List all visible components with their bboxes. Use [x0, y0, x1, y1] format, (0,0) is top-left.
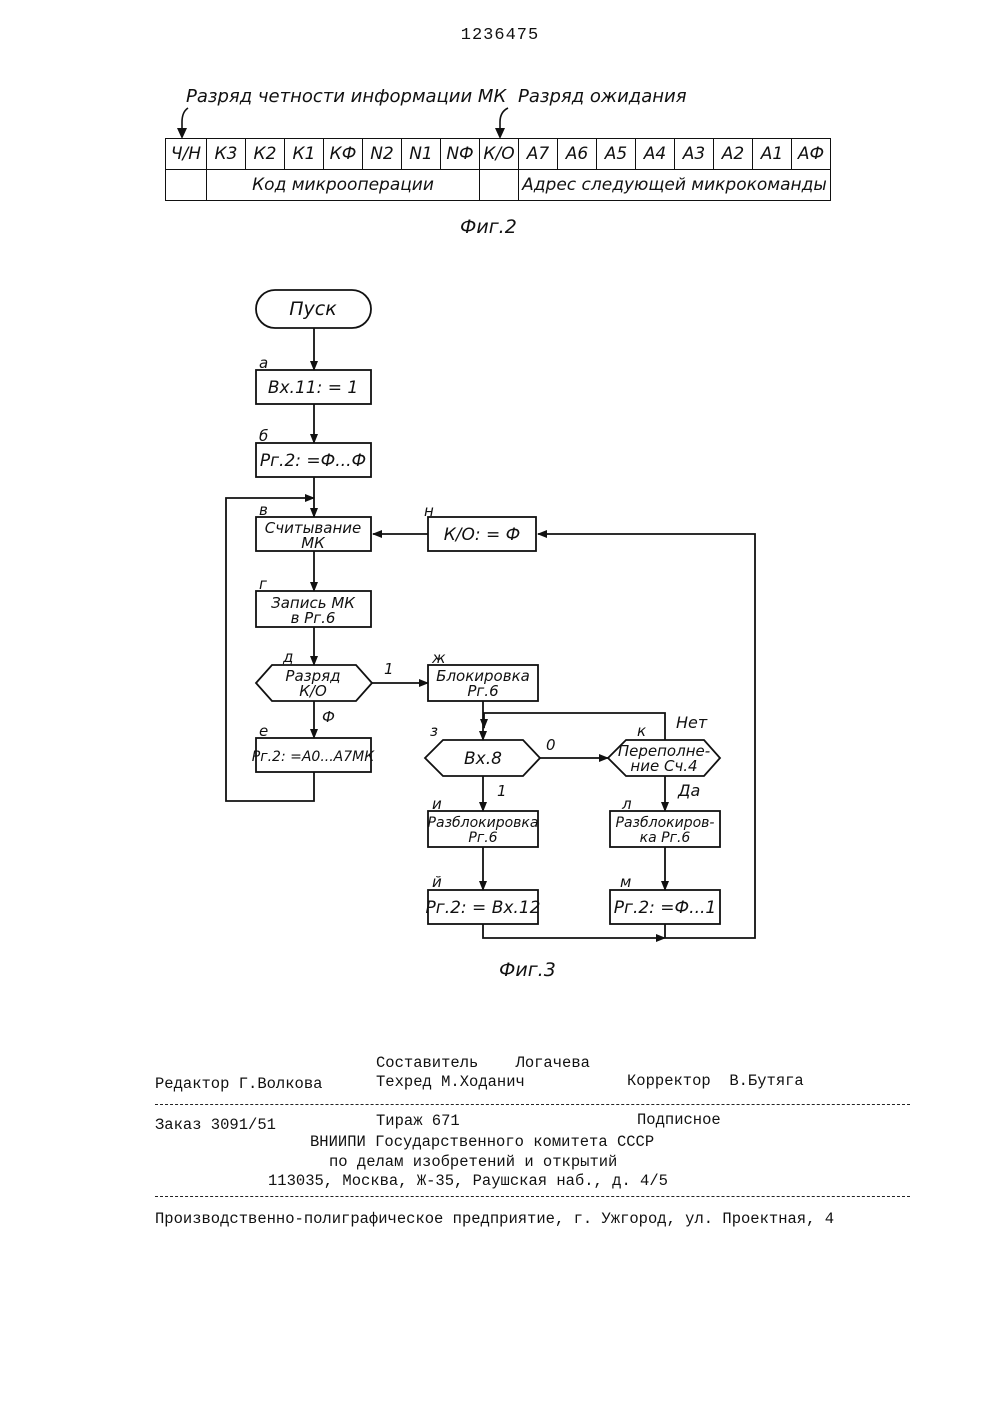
opcode-field-cell: Код микрооперации	[207, 170, 480, 201]
bit-cell: К3	[207, 139, 246, 170]
imprint-org-line1: ВНИИПИ Государственного комитета СССР	[310, 1133, 654, 1151]
block-m-text: Рг.2: =Ф...1	[614, 898, 716, 918]
bit-cell: А7	[519, 139, 558, 170]
imprint-compiler: Составитель Логачева	[376, 1054, 590, 1072]
letter-i: и	[432, 795, 442, 813]
bit-cell: А1	[753, 139, 792, 170]
bit-cell: КФ	[324, 139, 363, 170]
bit-cell: N2	[363, 139, 402, 170]
imprint-editor: Редактор Г.Волкова	[155, 1075, 322, 1093]
bit-cell: А4	[636, 139, 675, 170]
edge-k-no-label: Нет	[676, 713, 708, 732]
bit-cell: А6	[558, 139, 597, 170]
block-j-text: Рг.2: = Вх.12	[426, 898, 541, 918]
bit-cell: Ч/Н	[166, 139, 207, 170]
letter-d: д	[282, 648, 293, 666]
block-l-text-2: ка Рг.6	[640, 830, 691, 846]
wait-field-cell	[480, 170, 519, 201]
bit-cell: NФ	[441, 139, 480, 170]
block-e-text: Рг.2: =А0...А7МК	[252, 749, 375, 765]
block-n-text: К/О: = Ф	[444, 525, 521, 545]
parity-field-cell	[166, 170, 207, 201]
imprint-order: Заказ 3091/51	[155, 1116, 276, 1134]
imprint-rule-top	[155, 1104, 910, 1105]
bit-cell: А3	[675, 139, 714, 170]
imprint-printer: Производственно-полиграфическое предприя…	[155, 1210, 834, 1228]
bit-cell: N1	[402, 139, 441, 170]
imprint-subscription: Подписное	[637, 1111, 721, 1129]
imprint-address: 113035, Москва, Ж-35, Раушская наб., д. …	[268, 1172, 668, 1190]
start-label: Пуск	[289, 298, 337, 320]
letter-zh: ж	[431, 649, 446, 667]
letter-l: л	[621, 795, 632, 813]
block-zh-text-2: Рг.6	[467, 682, 498, 700]
block-b-text: Рг.2: =Ф...Ф	[260, 451, 366, 471]
bit-cell: К2	[246, 139, 285, 170]
edge-d-phi-label: Ф	[322, 708, 335, 726]
letter-a: а	[259, 354, 268, 372]
bit-cell: АФ	[792, 139, 831, 170]
field-row: Код микрооперации Адрес следующей микрок…	[166, 170, 831, 201]
imprint-techred: Техред М.Ходанич	[376, 1073, 525, 1091]
edge-z-one-label: 1	[497, 782, 507, 800]
block-a-text: Вх.11: = 1	[268, 378, 358, 398]
block-k-text-2: ние Сч.4	[630, 757, 697, 775]
fig2-caption: Фиг.2	[460, 216, 517, 238]
letter-b: б	[259, 427, 268, 445]
edge-j-merge	[483, 924, 665, 938]
block-v-text-2: МК	[301, 534, 326, 552]
letter-n: н	[424, 502, 434, 520]
letter-g: г	[259, 575, 267, 593]
bit-cell: К1	[285, 139, 324, 170]
fig2-pointer-arrows	[0, 0, 1000, 240]
imprint-org-line2: по делам изобретений и открытий	[329, 1153, 617, 1171]
fig3-caption: Фиг.3	[499, 959, 556, 981]
letter-j: й	[432, 873, 442, 891]
letter-v: в	[259, 501, 268, 519]
letter-k: к	[637, 722, 646, 740]
block-l-text-1: Разблокиров-	[616, 815, 715, 831]
imprint-circulation: Тираж 671	[376, 1112, 460, 1130]
edge-k-yes-label: Да	[677, 781, 700, 800]
block-z-text: Вх.8	[464, 749, 502, 769]
fig3-flowchart: Пуск а Вх.11: = 1 б Рг.2: =Ф...Ф в Считы…	[0, 270, 1000, 990]
imprint-rule-bottom	[155, 1196, 910, 1197]
edge-z-zero-label: 0	[546, 736, 556, 754]
block-d-text-2: К/О	[299, 682, 327, 700]
letter-e: е	[259, 722, 268, 740]
microcommand-format-table: Ч/Н К3 К2 К1 КФ N2 N1 NФ К/О А7 А6 А5 А4…	[165, 138, 831, 201]
bit-row: Ч/Н К3 К2 К1 КФ N2 N1 NФ К/О А7 А6 А5 А4…	[166, 139, 831, 170]
bit-cell: А5	[597, 139, 636, 170]
letter-z: з	[430, 722, 438, 740]
address-field-cell: Адрес следующей микрокоманды	[519, 170, 831, 201]
block-i-text-2: Рг.6	[468, 830, 497, 846]
block-i-text-1: Разблокировка	[428, 815, 539, 831]
edge-d-one-label: 1	[384, 660, 394, 678]
edge-merge-n	[538, 534, 755, 938]
letter-m: м	[620, 873, 631, 891]
imprint-corrector: Корректор В.Бутяга	[627, 1072, 804, 1090]
bit-cell: А2	[714, 139, 753, 170]
block-g-text-2: в Рг.6	[291, 609, 336, 627]
bit-cell: К/О	[480, 139, 519, 170]
